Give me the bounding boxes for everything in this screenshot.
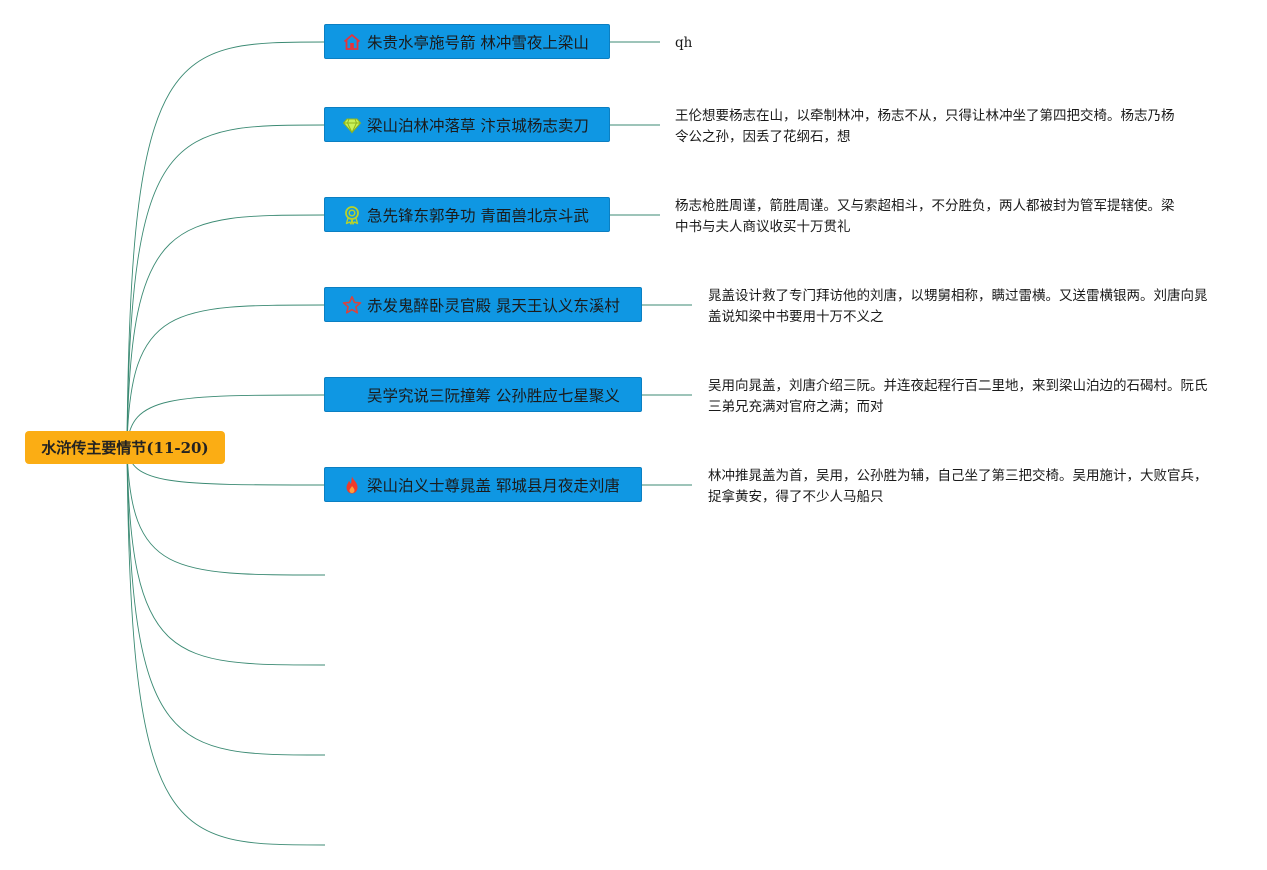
branch-connector (126, 446, 326, 666)
topic-6-label: 梁山泊义士尊晁盖 郓城县月夜走刘唐 (367, 476, 620, 495)
note-2: 王伦想要杨志在山，以牵制林冲，杨志不从，只得让林冲坐了第四把交椅。杨志乃杨令公之… (675, 108, 1175, 145)
topic-2-label: 梁山泊林冲落草 汴京城杨志卖刀 (367, 116, 589, 135)
root-topic[interactable]: 水浒传主要情节(11-20) (25, 431, 225, 464)
branch-connector (126, 214, 326, 448)
note-6: 林冲推晁盖为首，吴用，公孙胜为辅，自己坐了第三把交椅。吴用施计，大败官兵，捉拿黄… (708, 468, 1208, 505)
topic-6[interactable]: 梁山泊义士尊晁盖 郓城县月夜走刘唐 (324, 467, 642, 502)
note-4: 晁盖设计救了专门拜访他的刘唐，以甥舅相称，瞒过雷横。又送雷横银两。刘唐向晁盖说知… (708, 288, 1208, 325)
fire-icon (342, 475, 362, 495)
topic-1[interactable]: 朱贵水亭施号箭 林冲雪夜上梁山 (324, 24, 610, 59)
branch-connector (126, 124, 326, 448)
branch-connector (126, 41, 326, 448)
topic-3-label: 急先锋东郭争功 青面兽北京斗武 (367, 206, 589, 225)
topic-5[interactable]: 吴学究说三阮撞筹 公孙胜应七星聚义 (324, 377, 642, 412)
topic-3[interactable]: 急先锋东郭争功 青面兽北京斗武 (324, 197, 610, 232)
topic-4-label: 赤发鬼醉卧灵官殿 晁天王认义东溪村 (367, 296, 620, 315)
note-3: 杨志枪胜周谨，箭胜周谨。又与索超相斗，不分胜负，两人都被封为管军提辖使。梁中书与… (675, 198, 1175, 235)
branch-connector (126, 446, 326, 846)
topic-2[interactable]: 梁山泊林冲落草 汴京城杨志卖刀 (324, 107, 610, 142)
branch-connector (126, 304, 326, 448)
topic-1-label: 朱贵水亭施号箭 林冲雪夜上梁山 (367, 33, 589, 52)
diamond-icon (342, 115, 362, 135)
branch-connector (126, 446, 326, 576)
star-icon (342, 295, 362, 315)
branch-connector (126, 394, 326, 448)
medal-icon (342, 205, 362, 225)
branch-connector (126, 446, 326, 756)
note-1: qh (675, 35, 693, 51)
note-5: 吴用向晁盖，刘唐介绍三阮。并连夜起程行百二里地，来到梁山泊边的石碣村。阮氏三弟兄… (708, 378, 1208, 415)
topic-5-label: 吴学究说三阮撞筹 公孙胜应七星聚义 (367, 386, 620, 405)
topic-4[interactable]: 赤发鬼醉卧灵官殿 晁天王认义东溪村 (324, 287, 642, 322)
home-icon (342, 32, 362, 52)
root-topic-label: 水浒传主要情节(11-20) (41, 439, 209, 457)
